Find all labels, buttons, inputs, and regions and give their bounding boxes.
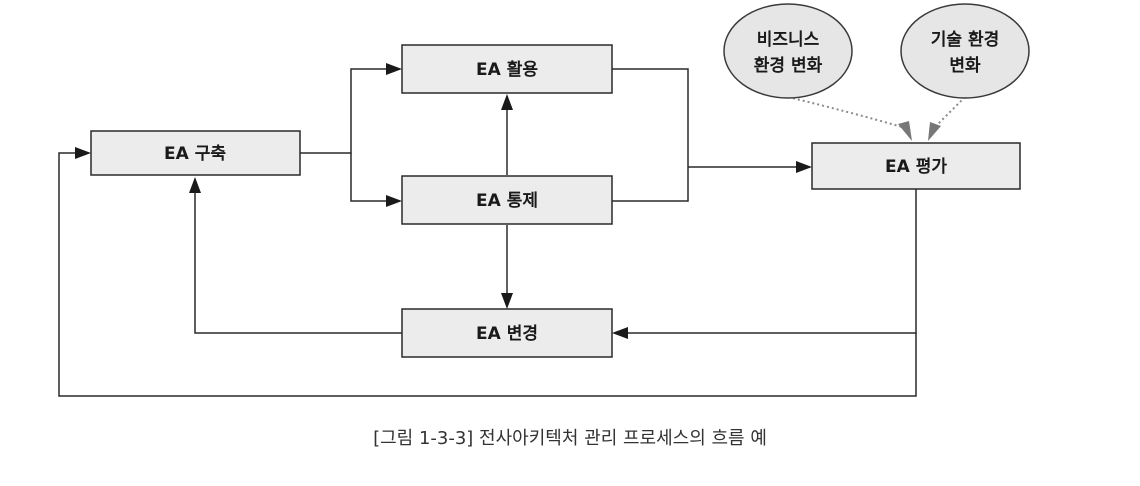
figure-caption: [그림 1-3-3] 전사아키텍처 관리 프로세스의 흐름 예 xyxy=(373,428,767,449)
arrowhead-into-evaluate xyxy=(796,161,812,173)
arrowhead-change-to-build xyxy=(189,177,201,193)
influence-technology xyxy=(934,96,966,128)
factor-business-change: 비즈니스 환경 변화 xyxy=(723,3,853,99)
factor-business-line-2: 환경 변화 xyxy=(754,56,823,76)
node-evaluate-label: EA 평가 xyxy=(885,157,947,177)
node-control: EA 통제 xyxy=(401,175,613,225)
node-build-label: EA 구축 xyxy=(164,144,226,164)
node-evaluate: EA 평가 xyxy=(811,142,1021,190)
node-build: EA 구축 xyxy=(90,130,301,176)
arrowhead-technology-influence xyxy=(928,122,941,141)
arrowhead-business-influence xyxy=(898,121,912,141)
arrowhead-into-change xyxy=(612,327,628,339)
node-change-label: EA 변경 xyxy=(476,324,538,344)
arrowhead-into-use xyxy=(386,63,402,75)
edge-build-to-use xyxy=(300,68,388,154)
edge-evaluate-to-change xyxy=(628,189,917,334)
connectors xyxy=(58,68,966,397)
arrowhead-control-up-to-use xyxy=(501,94,513,110)
factor-technology-change: 기술 환경 변화 xyxy=(900,3,1030,99)
edge-use-to-evaluate xyxy=(612,68,689,202)
factor-technology-line-2: 변화 xyxy=(949,56,981,76)
edge-change-to-build xyxy=(194,192,402,334)
node-use: EA 활용 xyxy=(401,44,613,94)
arrowheads xyxy=(75,63,941,339)
arrowhead-loop-into-build xyxy=(75,147,91,159)
arrowhead-control-down-to-change xyxy=(501,293,513,309)
factor-business-line-1: 비즈니스 xyxy=(757,30,820,50)
influence-business xyxy=(787,96,903,128)
node-change: EA 변경 xyxy=(401,308,613,358)
edge-evaluate-to-build-loop xyxy=(58,152,917,397)
node-use-label: EA 활용 xyxy=(476,59,538,80)
edge-build-to-control xyxy=(350,153,388,202)
arrowhead-into-control xyxy=(386,195,402,207)
node-control-label: EA 통제 xyxy=(476,191,538,211)
factor-technology-line-1: 기술 환경 xyxy=(931,30,999,50)
